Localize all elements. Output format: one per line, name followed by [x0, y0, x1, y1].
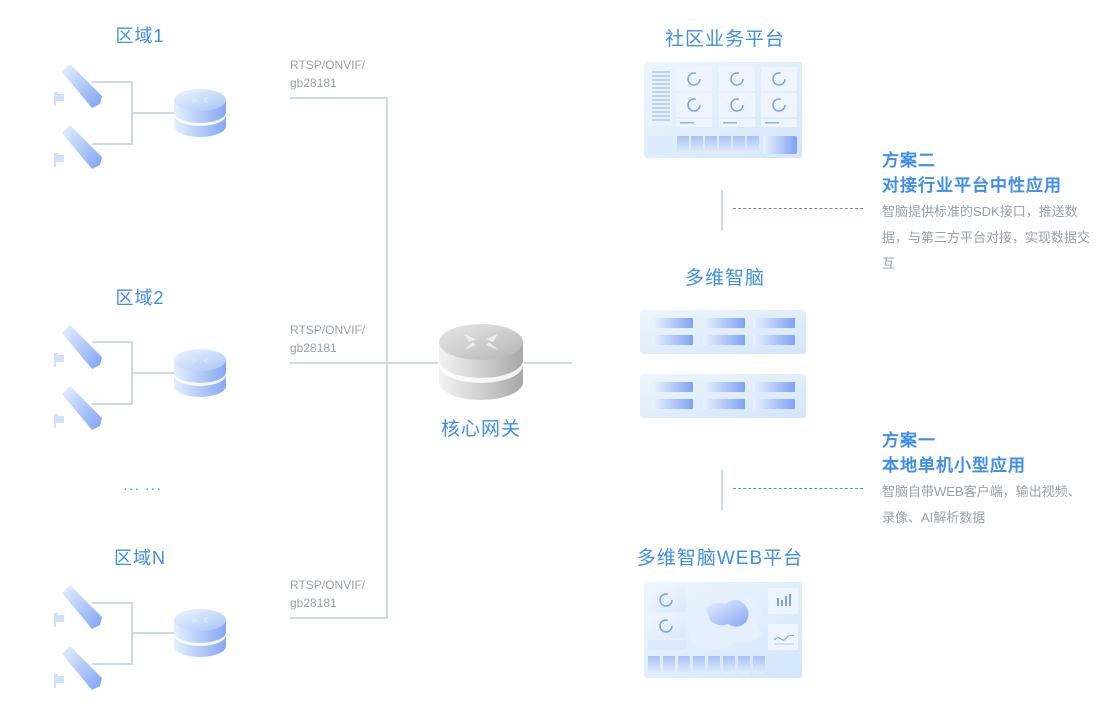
- region-1-title: 区域1: [115, 26, 165, 46]
- plan-2-description: 智脑提供标准的SDK接口，推送数据，与第三方平台对接，实现数据交互: [882, 204, 1091, 271]
- more-regions-ellipsis: ··· ···: [123, 480, 162, 496]
- connector: [131, 112, 175, 114]
- router-icon: [174, 349, 226, 397]
- server-rack-icon: [640, 374, 806, 418]
- plan-1-description: 智脑自带WEB客户端，输出视频、录像、AI解析数据: [882, 484, 1081, 525]
- protocol-label: RTSP/ONVIF/ gb28181: [290, 56, 365, 92]
- connector: [290, 362, 438, 364]
- protocol-line1: RTSP/ONVIF/: [290, 323, 366, 337]
- community-platform-dashboard-illustration: [644, 62, 802, 158]
- plan-1-title-line2: 本地单机小型应用: [882, 456, 1026, 475]
- plan-1-title-line1: 方案一: [882, 431, 936, 450]
- connector: [131, 372, 175, 374]
- router-icon: [174, 609, 226, 657]
- camera-icon: [54, 585, 102, 629]
- core-gateway-icon: [439, 324, 523, 400]
- protocol-label: RTSP/ONVIF/ gb28181: [290, 321, 365, 357]
- protocol-label: RTSP/ONVIF/ gb28181: [290, 576, 365, 612]
- connector: [524, 362, 572, 364]
- brain-title: 多维智脑: [684, 268, 765, 289]
- web-platform-dashboard-illustration: [644, 582, 802, 678]
- plan-1-title: 方案一 本地单机小型应用: [882, 428, 1026, 478]
- server-rack-icon: [640, 310, 806, 354]
- router-icon: [174, 89, 226, 137]
- camera-icon: [54, 64, 102, 108]
- protocol-line2: gb28181: [290, 596, 337, 610]
- connector: [92, 81, 133, 83]
- core-gateway-title: 核心网关: [440, 419, 521, 440]
- camera-icon: [54, 125, 102, 169]
- camera-icon: [54, 646, 102, 690]
- plan-2-title-line1: 方案二: [882, 151, 936, 170]
- connector: [92, 341, 133, 343]
- protocol-line1: RTSP/ONVIF/: [290, 58, 366, 72]
- trunk-line: [386, 97, 388, 619]
- connector: [290, 617, 388, 619]
- region-n-title: 区域N: [114, 548, 166, 568]
- plan-1-dotted-connector: [733, 488, 863, 489]
- connector: [92, 403, 133, 405]
- region-2-title: 区域2: [115, 288, 165, 308]
- protocol-line2: gb28181: [290, 76, 337, 90]
- camera-icon: [54, 325, 102, 369]
- plan-2-title-line2: 对接行业平台中性应用: [882, 176, 1062, 195]
- plan-2-dotted-connector: [733, 208, 863, 209]
- protocol-line2: gb28181: [290, 341, 337, 355]
- web-platform-title: 多维智脑WEB平台: [636, 548, 804, 569]
- community-platform-title: 社区业务平台: [664, 29, 785, 50]
- plan-1-bracket: [721, 470, 723, 510]
- plan-2-bracket: [721, 190, 723, 230]
- connector: [92, 663, 133, 665]
- protocol-line1: RTSP/ONVIF/: [290, 578, 366, 592]
- connector: [131, 632, 175, 634]
- camera-icon: [54, 386, 102, 430]
- connector: [92, 143, 133, 145]
- plan-2-title: 方案二 对接行业平台中性应用: [882, 148, 1062, 198]
- connector: [92, 602, 133, 604]
- connector: [290, 97, 388, 99]
